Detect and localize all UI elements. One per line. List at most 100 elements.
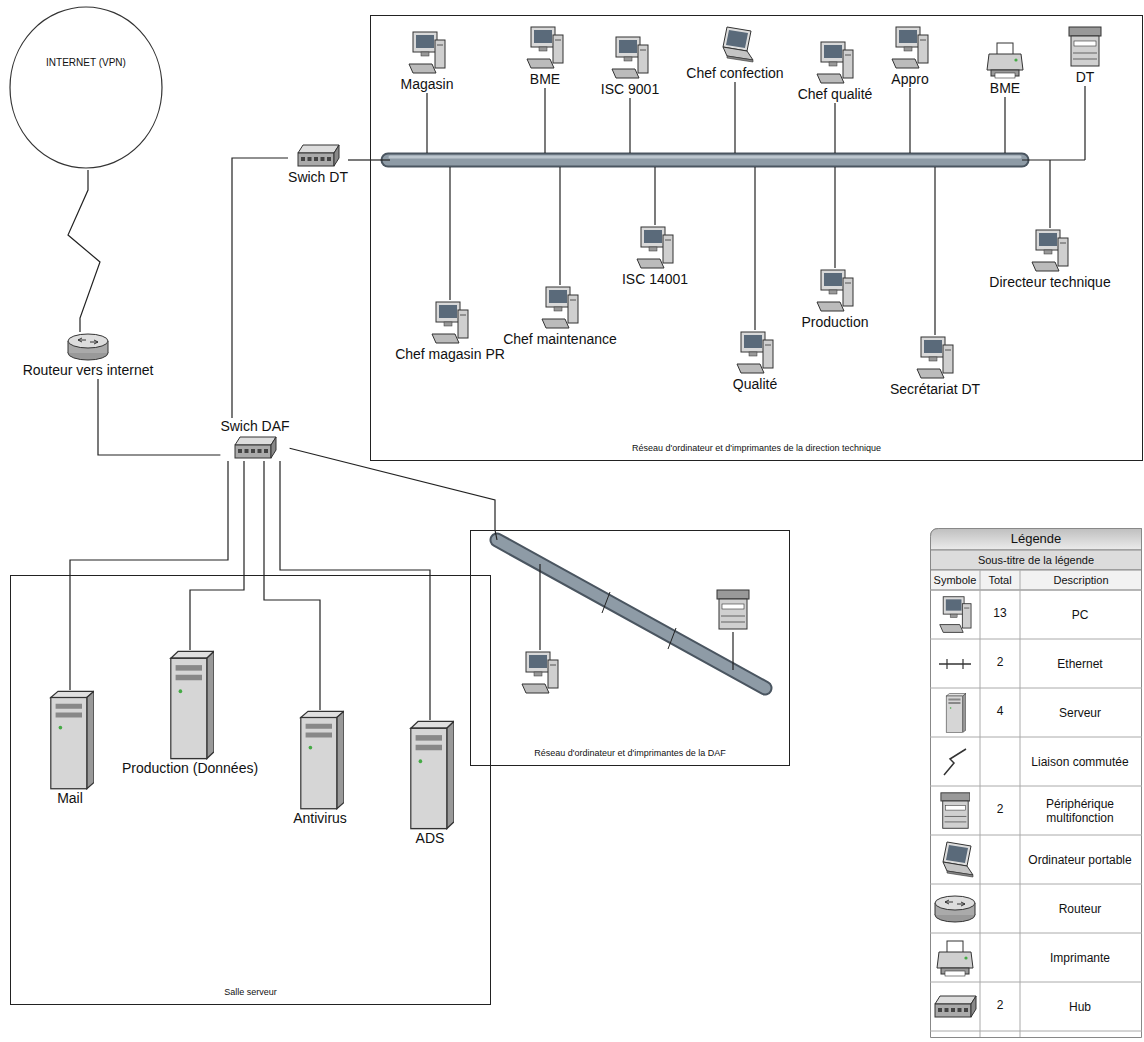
node-label: ADS [416, 830, 445, 847]
legend-symbol [940, 791, 971, 831]
drop-line [449, 167, 450, 300]
region-node: Réseau d'ordinateur et d'imprimantes de … [470, 530, 790, 766]
server-icon [166, 650, 214, 760]
bus-tick [668, 628, 676, 649]
pc-node: BME [525, 25, 565, 88]
network-link [280, 461, 430, 720]
network-link [232, 158, 288, 418]
pc-node: Production [802, 268, 869, 331]
server-node: Mail [46, 690, 94, 807]
node-label: BME [990, 80, 1020, 97]
mfp-icon [940, 791, 971, 831]
node-label: Qualité [733, 376, 777, 393]
legend-symbol [935, 840, 975, 880]
hub-node: Swich DAF [220, 418, 289, 461]
legend-row: Hub [930, 982, 1142, 1031]
hub-icon [933, 994, 977, 1020]
node-label: Mail [57, 790, 83, 807]
legend-description: Liaison commutée [1022, 737, 1138, 786]
node-label: Production [802, 314, 869, 331]
drop-line [629, 98, 630, 153]
network-link [190, 461, 244, 650]
legend-label: 2 [980, 802, 1020, 817]
ethernet-icon [935, 654, 975, 674]
node-label: Chef magasin PR [395, 346, 505, 363]
network-link [68, 170, 100, 332]
laptop-node: Chef confection [686, 25, 783, 82]
legend-row: Routeur [930, 884, 1142, 933]
legend-description: Routeur [1022, 884, 1138, 933]
node-label: Magasin [401, 76, 454, 93]
laptop-icon [935, 840, 975, 880]
node-label: Swich DAF [220, 418, 289, 435]
printer-icon [935, 938, 975, 978]
drop-line [544, 88, 545, 153]
printer-icon [985, 40, 1025, 80]
server-node: Production (Données) [122, 650, 258, 777]
node-label: Salle serveur [11, 987, 490, 998]
legend-label: Description [1020, 573, 1142, 587]
router-icon [65, 332, 111, 362]
node-label: Production (Données) [122, 760, 258, 777]
legend-label: Symbole [930, 573, 980, 587]
mfp-node: DT [1068, 25, 1102, 86]
drop-line [559, 167, 560, 285]
node-label: ISC 14001 [622, 271, 688, 288]
pc-icon [815, 268, 855, 314]
mfp-icon [1068, 25, 1102, 69]
pc-node: Qualité [733, 330, 777, 393]
server-icon [944, 693, 966, 733]
node-label: Chef qualité [798, 86, 873, 103]
laptop-icon [715, 25, 755, 65]
node-label: Réseau d'ordinateur et d'imprimantes de … [371, 443, 1142, 454]
node-label: Appro [891, 71, 928, 88]
legend-label: 2 [980, 655, 1020, 670]
drop-line [934, 167, 935, 335]
node-label: Chef confection [686, 65, 783, 82]
node-label: ISC 9001 [601, 81, 659, 98]
printer-node: BME [985, 40, 1025, 97]
legend-description: PC [1022, 590, 1138, 639]
drop-line [834, 167, 835, 268]
legend-description: Hub [1022, 982, 1138, 1031]
legend-row: Serveur [930, 688, 1142, 737]
pc-icon [610, 35, 650, 81]
legend-label: 13 [980, 606, 1020, 621]
zigzag-icon [940, 745, 970, 779]
pc-node: ISC 14001 [622, 225, 688, 288]
pc-icon [525, 25, 565, 71]
node-label: Secrétariat DT [890, 381, 980, 398]
node-label: Routeur vers internet [23, 362, 154, 379]
cloud-node: INTERNET (VPN) [8, 5, 164, 170]
server-icon [46, 690, 94, 790]
drop-line [1004, 97, 1005, 153]
legend-label: Légende [930, 531, 1142, 547]
region-node: Réseau d'ordinateur et d'imprimantes de … [370, 15, 1143, 461]
legend-row: Liaison commutée [930, 737, 1142, 786]
hub-icon [296, 143, 340, 169]
network-link [348, 159, 370, 160]
legend-row: Ordinateur portable [930, 835, 1142, 884]
node-label: Antivirus [293, 810, 347, 827]
pc-node: Chef qualité [798, 40, 873, 103]
legend-description: Ordinateur portable [1022, 835, 1138, 884]
legend-label: 2 [980, 998, 1020, 1013]
legend-symbol [940, 745, 970, 779]
legend-description: Serveur [1022, 688, 1138, 737]
ethernet-bus-fill [497, 540, 765, 688]
legend-symbol [944, 693, 966, 733]
region-node: Salle serveur Mail Production (Données) Ant… [10, 575, 491, 1005]
drop-line [654, 167, 655, 225]
drop-line [426, 93, 427, 153]
pc-icon [522, 652, 558, 693]
bus-tick [602, 592, 610, 613]
drop-line [732, 632, 733, 670]
mfp-icon [717, 590, 749, 629]
drop-line [1084, 86, 1085, 160]
bus-stub [370, 159, 390, 160]
legend-row: Imprimante [930, 933, 1142, 982]
network-link [98, 379, 220, 455]
node-label: INTERNET (VPN) [8, 57, 164, 69]
pc-icon [522, 652, 558, 693]
drop-line [734, 82, 735, 153]
